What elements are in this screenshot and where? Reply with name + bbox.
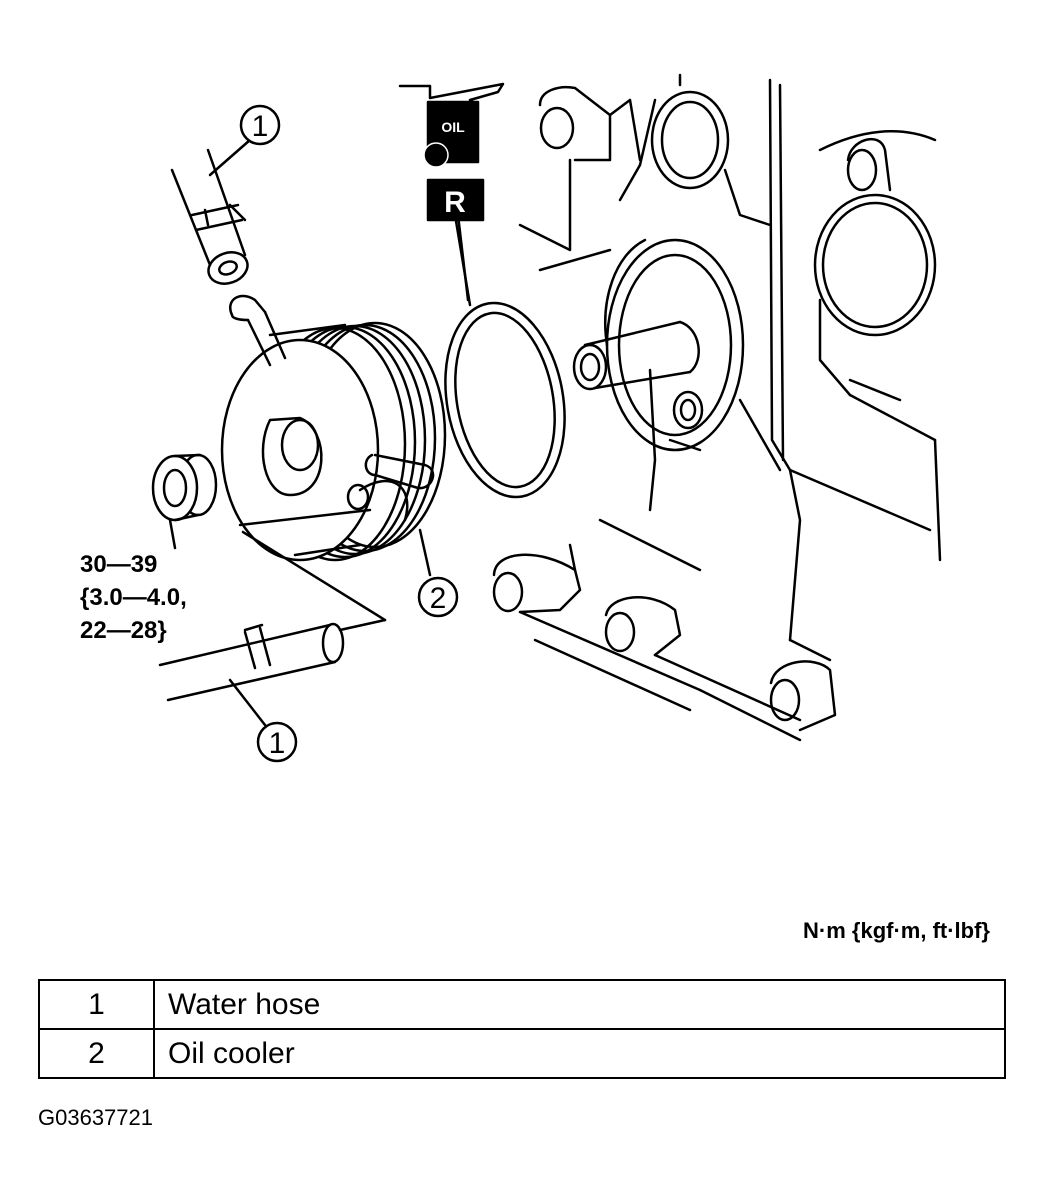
callout-1-upper: 1: [239, 104, 281, 146]
callout-2-leader-line: [418, 528, 432, 577]
callout-1-lower: 1: [256, 721, 298, 763]
oil-can-label: OIL: [441, 119, 465, 135]
legend-number: 2: [38, 1028, 155, 1079]
o-ring: [444, 213, 566, 499]
replace-leader-line: [456, 213, 470, 302]
replace-badge-label: R: [444, 186, 466, 219]
oil-cooler: [220, 294, 447, 632]
figure-code: G03637721: [38, 1105, 153, 1130]
torque-units-label: N·m {kgf·m, ft·lbf}: [803, 918, 990, 943]
torque-spec: 30—39 {3.0—4.0, 22—28}: [80, 551, 187, 644]
callout-2: 2: [417, 576, 459, 618]
water-hose-lower: [158, 622, 345, 727]
parts-legend-table: 1 Water hose 2 Oil cooler: [38, 979, 1006, 1079]
oil-can-icon: OIL: [398, 82, 505, 168]
torque-leader-line: [168, 518, 177, 550]
torque-line-3: 22—28}: [80, 617, 167, 644]
legend-description: Oil cooler: [153, 1028, 1006, 1079]
callout-1-upper-number: 1: [252, 110, 269, 143]
torque-line-2: {3.0—4.0,: [80, 584, 187, 611]
water-hose-upper: [170, 138, 252, 285]
legend-row: 2 Oil cooler: [38, 1028, 1006, 1079]
callout-2-number: 2: [430, 582, 447, 615]
engine-block: [492, 73, 942, 742]
legend-number: 1: [38, 979, 155, 1030]
oil-cooler-exploded-diagram: OIL R 1 1 2 30—39 {3.0—4.0, 22—28}: [80, 73, 942, 763]
legend-description: Water hose: [153, 979, 1006, 1030]
legend-row: 1 Water hose: [38, 979, 1006, 1030]
union-nut: [151, 453, 218, 522]
replace-badge: R: [426, 178, 485, 222]
torque-line-1: 30—39: [80, 551, 157, 578]
callout-1-lower-number: 1: [269, 727, 286, 760]
